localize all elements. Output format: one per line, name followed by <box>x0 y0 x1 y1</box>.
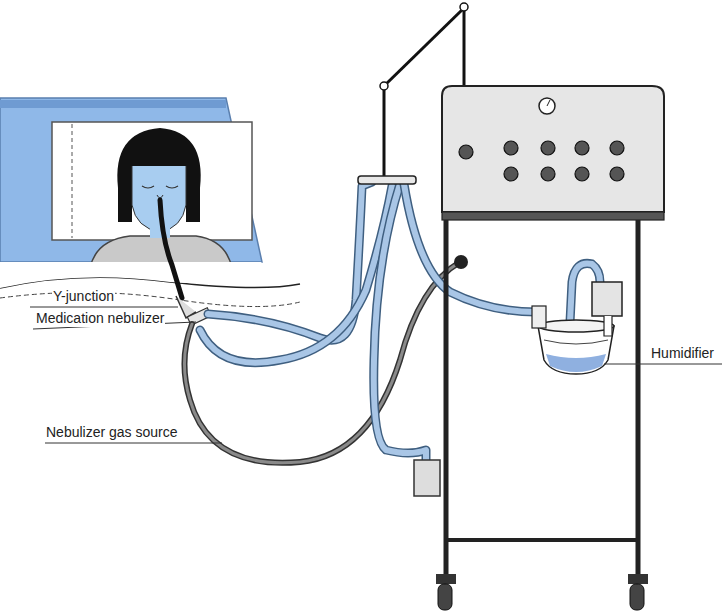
part-label: Nebulizer gas source <box>45 424 179 441</box>
leader-line <box>604 364 722 365</box>
part-label: Humidifier <box>650 345 715 362</box>
part-label: Y-junction <box>52 288 115 305</box>
leader-line <box>30 307 178 308</box>
part-label: Medication nebulizer <box>35 310 165 327</box>
leader-line <box>45 443 222 444</box>
